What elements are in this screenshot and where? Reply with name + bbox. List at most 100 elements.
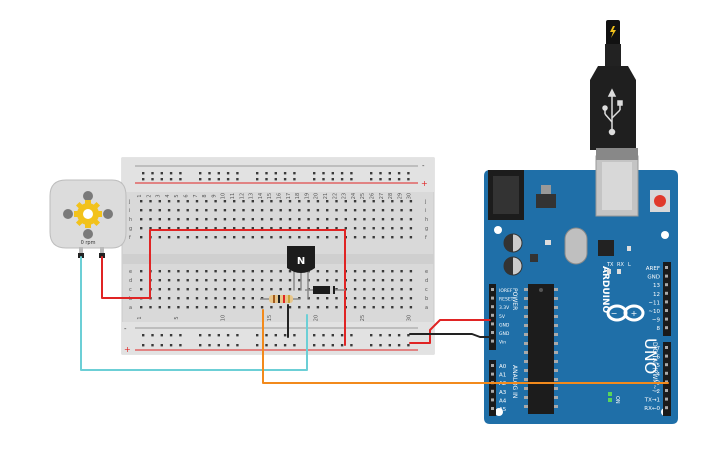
npn-transistor[interactable]: N (287, 246, 315, 273)
header-pin[interactable] (665, 406, 668, 410)
breadboard-hole[interactable] (177, 297, 180, 300)
rail-hole[interactable] (265, 172, 268, 175)
arduino-board[interactable]: − + ARDUINO UNO TX RX L ON POWER ANALOG … (484, 155, 678, 424)
rail-hole[interactable] (313, 178, 316, 181)
rail-hole[interactable] (331, 178, 334, 181)
breadboard-hole[interactable] (186, 209, 189, 212)
power-header[interactable] (489, 284, 496, 350)
breadboard-hole[interactable] (307, 236, 310, 239)
rail-hole[interactable] (388, 178, 391, 181)
rail-hole[interactable] (169, 178, 173, 181)
rail-hole[interactable] (379, 344, 382, 347)
rail-hole[interactable] (226, 344, 230, 347)
breadboard-hole[interactable] (279, 209, 282, 212)
breadboard-hole[interactable] (335, 236, 338, 239)
breadboard-hole[interactable] (400, 218, 403, 221)
breadboard-hole[interactable] (242, 209, 245, 212)
rail-hole[interactable] (274, 178, 277, 181)
rail-hole[interactable] (293, 172, 296, 175)
breadboard-hole[interactable] (279, 288, 282, 291)
wire-black-gnd[interactable] (409, 333, 491, 338)
breadboard-hole[interactable] (288, 236, 292, 239)
breadboard-hole[interactable] (214, 236, 217, 239)
rail-hole[interactable] (179, 178, 182, 181)
breadboard-hole[interactable] (242, 270, 245, 273)
rail-hole[interactable] (236, 172, 239, 175)
breadboard-hole[interactable] (316, 218, 320, 221)
breadboard-hole[interactable] (381, 209, 385, 212)
breadboard-hole[interactable] (400, 200, 403, 203)
breadboard-hole[interactable] (270, 200, 273, 203)
breadboard-hole[interactable] (363, 279, 366, 282)
rail-hole[interactable] (370, 344, 373, 347)
header-pin[interactable] (491, 372, 494, 376)
breadboard-hole[interactable] (177, 306, 180, 309)
breadboard-hole[interactable] (242, 218, 245, 221)
breadboard-hole[interactable] (363, 227, 366, 230)
breadboard-hole[interactable] (214, 227, 217, 230)
breadboard-hole[interactable] (391, 306, 394, 309)
breadboard-hole[interactable] (344, 200, 347, 203)
breadboard-hole[interactable] (233, 227, 236, 230)
rail-hole[interactable] (160, 334, 163, 337)
breadboard-hole[interactable] (307, 306, 310, 309)
breadboard-hole[interactable] (409, 297, 413, 300)
breadboard-hole[interactable] (409, 306, 413, 309)
rail-hole[interactable] (179, 334, 182, 337)
breadboard-hole[interactable] (140, 236, 143, 239)
breadboard-hole[interactable] (353, 236, 357, 239)
header-pin[interactable] (491, 398, 494, 402)
rail-hole[interactable] (256, 178, 259, 181)
rail-hole[interactable] (169, 334, 173, 337)
rail-hole[interactable] (208, 344, 211, 347)
digital-header-top[interactable] (663, 262, 671, 336)
breadboard-hole[interactable] (205, 200, 208, 203)
rail-hole[interactable] (388, 334, 391, 337)
breadboard-hole[interactable] (242, 227, 245, 230)
diode[interactable] (305, 286, 345, 294)
breadboard-hole[interactable] (316, 279, 320, 282)
breadboard-hole[interactable] (372, 227, 375, 230)
breadboard-hole[interactable] (186, 297, 189, 300)
breadboard-hole[interactable] (167, 279, 171, 282)
breadboard-hole[interactable] (251, 279, 254, 282)
breadboard-hole[interactable] (214, 279, 217, 282)
breadboard-hole[interactable] (391, 209, 394, 212)
rail-hole[interactable] (350, 334, 353, 337)
rail-hole[interactable] (274, 172, 277, 175)
breadboard-hole[interactable] (205, 270, 208, 273)
breadboard-hole[interactable] (316, 200, 320, 203)
breadboard-hole[interactable] (186, 236, 189, 239)
breadboard-hole[interactable] (177, 288, 180, 291)
breadboard-hole[interactable] (363, 297, 366, 300)
rail-hole[interactable] (265, 334, 268, 337)
breadboard-hole[interactable] (205, 279, 208, 282)
rail-hole[interactable] (274, 344, 277, 347)
rail-hole[interactable] (236, 178, 239, 181)
breadboard-hole[interactable] (400, 279, 403, 282)
breadboard-hole[interactable] (307, 209, 310, 212)
rail-hole[interactable] (340, 344, 344, 347)
rail-hole[interactable] (283, 334, 287, 337)
breadboard-hole[interactable] (400, 288, 403, 291)
breadboard-hole[interactable] (344, 218, 347, 221)
breadboard-hole[interactable] (391, 200, 394, 203)
breadboard-hole[interactable] (381, 288, 385, 291)
breadboard-hole[interactable] (223, 227, 227, 230)
breadboard-hole[interactable] (177, 270, 180, 273)
breadboard-hole[interactable] (158, 227, 161, 230)
breadboard-hole[interactable] (326, 209, 329, 212)
breadboard-hole[interactable] (140, 218, 143, 221)
breadboard-hole[interactable] (251, 306, 254, 309)
rail-hole[interactable] (293, 344, 296, 347)
breadboard-hole[interactable] (167, 236, 171, 239)
breadboard-hole[interactable] (242, 297, 245, 300)
breadboard-hole[interactable] (260, 227, 264, 230)
breadboard-hole[interactable] (251, 200, 254, 203)
rail-hole[interactable] (151, 344, 154, 347)
breadboard-hole[interactable] (167, 288, 171, 291)
breadboard-hole[interactable] (381, 218, 385, 221)
rail-hole[interactable] (350, 172, 353, 175)
header-pin[interactable] (665, 326, 668, 330)
